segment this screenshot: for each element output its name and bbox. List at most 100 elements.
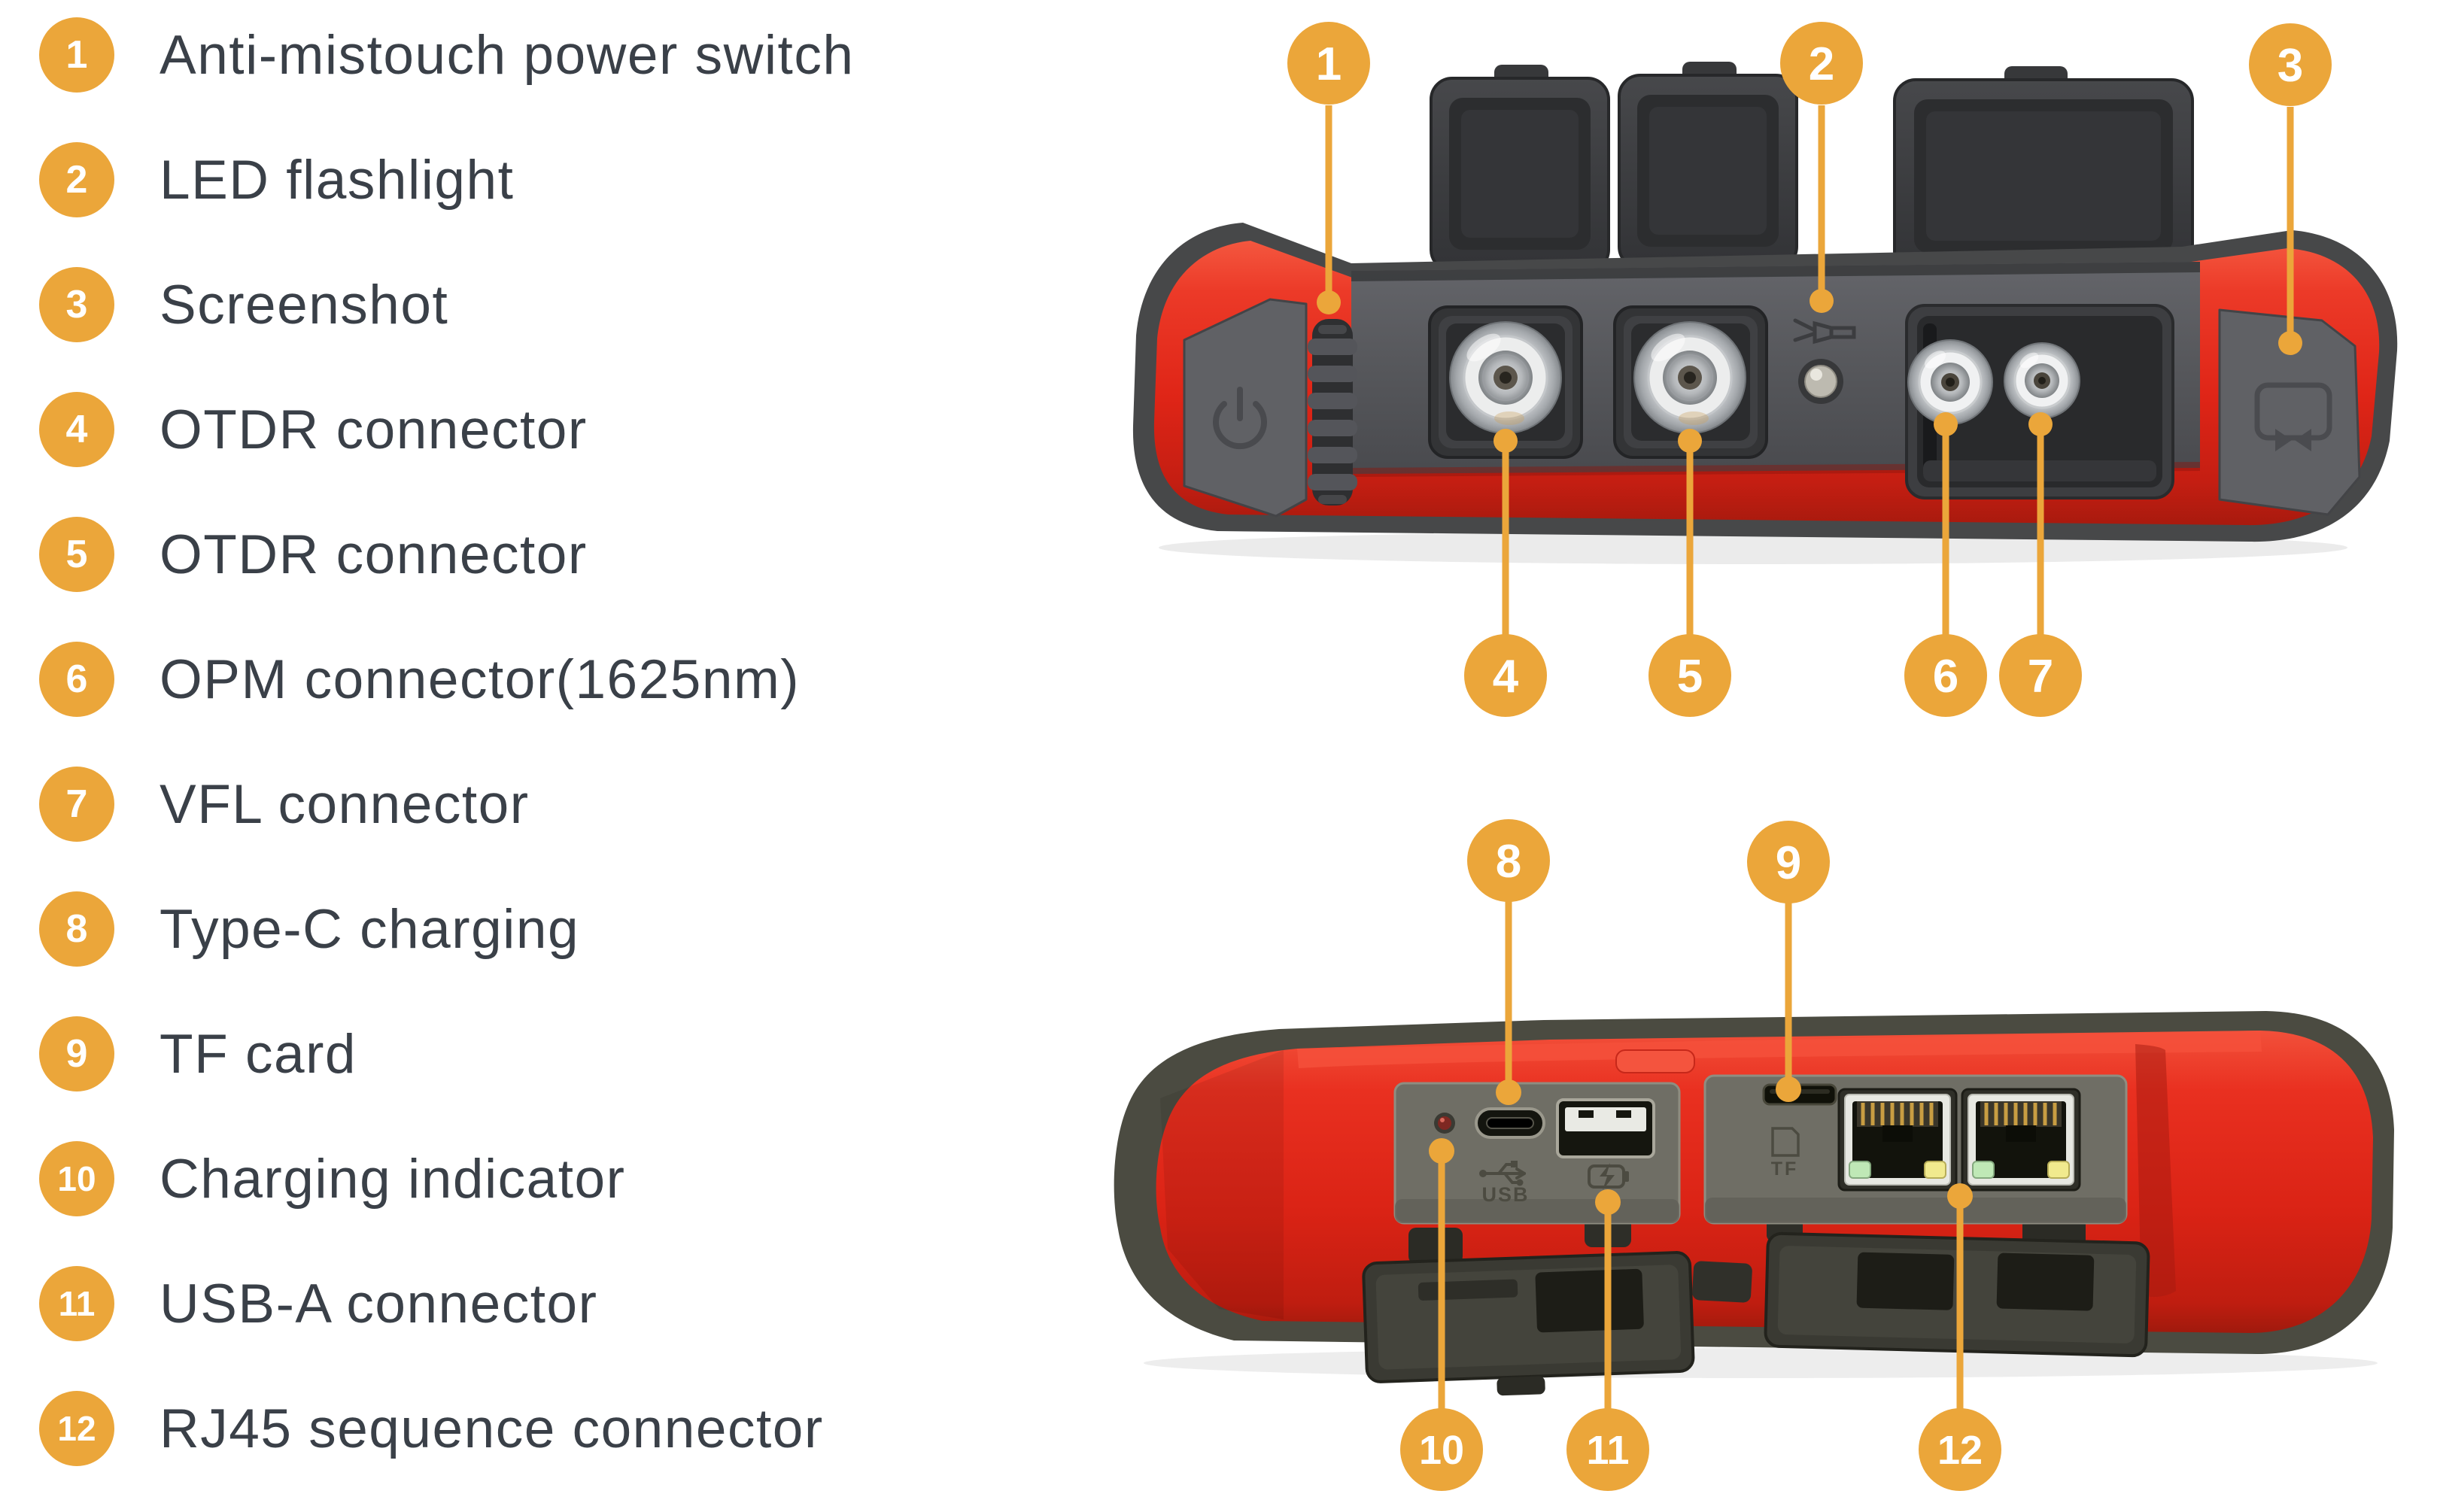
usb-a-port — [1556, 1098, 1655, 1158]
legend-badge-4: 4 — [39, 392, 114, 467]
callout-12: 12 — [1919, 1183, 2001, 1491]
tf-rj45-panel: TF — [1703, 1074, 2128, 1225]
callout-11-dot — [1595, 1189, 1621, 1215]
callout-4-bubble — [1464, 634, 1547, 717]
callout-1-bubble — [1287, 22, 1370, 105]
type-c-port — [1475, 1107, 1545, 1139]
legend-label-12: RJ45 sequence connector — [160, 1398, 824, 1459]
device-top-photo — [1132, 62, 2398, 564]
legend-label-10: Charging indicator — [160, 1148, 626, 1210]
legend-badge-9: 9 — [39, 1016, 114, 1091]
opm-connector — [1907, 339, 1993, 425]
bottom-cover-right — [1764, 1231, 2150, 1358]
callout-9-bubble — [1747, 821, 1830, 903]
callout-6: 6 — [1904, 412, 1987, 717]
tf-card-icon — [1771, 1127, 1800, 1157]
callout-12-bubble — [1919, 1408, 2001, 1491]
callout-5-number: 5 — [1677, 651, 1703, 703]
usb-panel: USB — [1393, 1082, 1681, 1225]
legend-label-6: OPM connector(1625nm) — [160, 648, 801, 710]
legend-label-1: Anti-mistouch power switch — [160, 24, 855, 86]
callout-12-dot — [1947, 1183, 1973, 1209]
callout-5: 5 — [1648, 429, 1731, 717]
callout-2-bubble — [1780, 22, 1863, 105]
callout-8-number: 8 — [1496, 836, 1521, 888]
callout-10-number: 10 — [1419, 1428, 1464, 1473]
callout-11-bubble — [1566, 1408, 1649, 1491]
legend-item-1: 1 Anti-mistouch power switch — [39, 16, 854, 94]
legend-label-8: Type-C charging — [160, 898, 580, 960]
bottom-cover-clip — [1692, 1261, 1752, 1303]
top-edge-latch — [1615, 1049, 1695, 1073]
screenshot-icon — [2254, 382, 2332, 451]
callout-7-number: 7 — [2028, 651, 2053, 703]
callout-7-dot — [2028, 412, 2053, 436]
callout-10-dot — [1429, 1138, 1454, 1164]
callout-6-dot — [1934, 412, 1958, 436]
legend-badge-12: 12 — [39, 1391, 114, 1466]
legend-badge-5: 5 — [39, 517, 114, 592]
callout-10: 10 — [1400, 1138, 1483, 1491]
legend-label-11: USB-A connector — [160, 1273, 598, 1334]
callout-2-dot — [1810, 289, 1834, 313]
left-facet-shade — [1160, 1050, 1284, 1319]
usb-label: USB — [1481, 1183, 1529, 1206]
legend-badge-8: 8 — [39, 891, 114, 967]
charging-indicator-led — [1434, 1113, 1455, 1134]
device-bottom-photo: USB TF — [1114, 1011, 2394, 1396]
flashlight-icon — [1793, 318, 1856, 345]
callout-2: 2 — [1780, 22, 1863, 313]
bottom-cover-left — [1362, 1251, 1695, 1396]
callout-3-dot — [2278, 331, 2302, 355]
legend-item-4: 4 OTDR connector — [39, 390, 588, 469]
otdr-connector-1 — [1428, 305, 1583, 459]
callout-4-number: 4 — [1493, 651, 1519, 703]
legend-badge-3: 3 — [39, 267, 114, 342]
callout-9-dot — [1776, 1076, 1801, 1102]
callout-1-number: 1 — [1316, 38, 1342, 90]
legend-badge-1: 1 — [39, 17, 114, 93]
callout-6-number: 6 — [1933, 651, 1958, 703]
rj45-port-2 — [1962, 1089, 2080, 1190]
legend-label-4: OTDR connector — [160, 399, 588, 460]
callout-8-bubble — [1467, 819, 1550, 902]
cover-hinge-left — [1408, 1228, 1463, 1264]
callout-8-dot — [1496, 1079, 1521, 1105]
callout-5-bubble — [1648, 634, 1731, 717]
legend-badge-6: 6 — [39, 642, 114, 717]
usb-icon — [1479, 1161, 1526, 1186]
legend-label-7: VFL connector — [160, 773, 530, 835]
power-icon — [1213, 387, 1267, 450]
rj45-port-1 — [1839, 1089, 1956, 1190]
callout-4: 4 — [1464, 429, 1547, 717]
callout-1: 1 — [1287, 22, 1370, 314]
callout-4-dot — [1493, 429, 1518, 453]
callout-3: 3 — [2249, 23, 2332, 355]
legend-label-3: Screenshot — [160, 274, 449, 335]
legend-item-12: 12 RJ45 sequence connector — [39, 1389, 824, 1468]
panel-top-edge — [1351, 262, 2200, 281]
callout-1-dot — [1317, 290, 1341, 314]
callout-9: 9 — [1747, 821, 1830, 1102]
screenshot-key-area — [2218, 308, 2361, 516]
power-switch-area — [1183, 298, 1357, 518]
callout-8: 8 — [1467, 819, 1550, 1105]
legend-item-6: 6 OPM connector(1625nm) — [39, 640, 800, 718]
callout-11-number: 11 — [1586, 1428, 1629, 1473]
vfl-connector — [2004, 342, 2080, 419]
callout-12-number: 12 — [1937, 1428, 1983, 1473]
otdr-connector-2 — [1613, 305, 1768, 459]
callout-3-bubble — [2249, 23, 2332, 106]
callout-6-bubble — [1904, 634, 1987, 717]
legend-badge-2: 2 — [39, 142, 114, 217]
callout-7-bubble — [1999, 634, 2082, 717]
callout-5-dot — [1678, 429, 1702, 453]
callout-2-number: 2 — [1809, 38, 1834, 90]
right-facet-shade — [2135, 1044, 2176, 1297]
